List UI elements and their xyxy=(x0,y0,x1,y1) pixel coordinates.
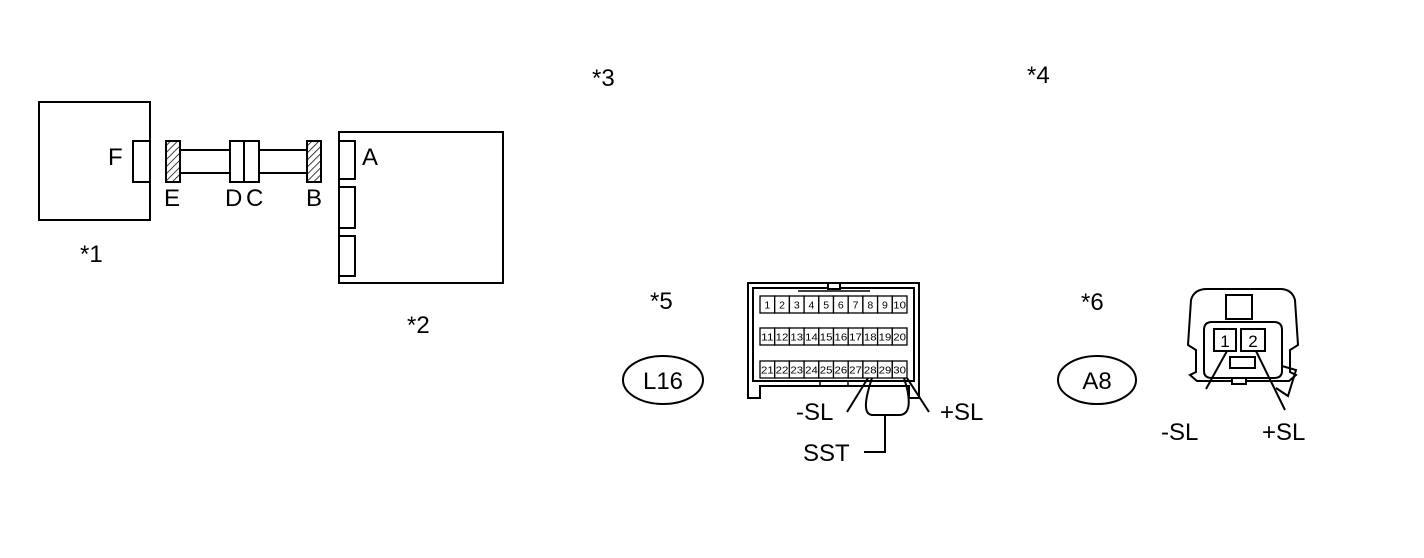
pin-number: 4 xyxy=(809,300,815,312)
callout-5: *5 xyxy=(650,288,673,315)
pin-number: 3 xyxy=(794,300,800,312)
pin-number: 21 xyxy=(761,365,774,377)
pin-number: 20 xyxy=(893,332,906,344)
pin-number: 1 xyxy=(764,300,770,312)
callout-1: *1 xyxy=(80,241,103,268)
l16-minus-sl-label: -SL xyxy=(796,399,833,426)
connector-code-l16: L16 xyxy=(643,368,683,395)
pin-cell xyxy=(891,295,908,314)
a8-minus-sl-label: -SL xyxy=(1161,419,1198,446)
pin-number: 27 xyxy=(849,365,862,377)
pin-number: 7 xyxy=(853,300,859,312)
pin-number: 11 xyxy=(761,332,774,344)
pin-number: 26 xyxy=(835,365,848,377)
component-2-box xyxy=(338,131,504,284)
pin-number: 15 xyxy=(820,332,833,344)
wire-harness xyxy=(165,140,322,183)
connector-b-label: B xyxy=(306,185,322,212)
component-1-box xyxy=(38,101,151,221)
connector-c-label: C xyxy=(246,185,263,212)
callout-2: *2 xyxy=(407,312,430,339)
callout-6: *6 xyxy=(1081,289,1104,316)
connector-code-a8: A8 xyxy=(1082,368,1111,395)
pin-number: 6 xyxy=(838,300,844,312)
pin-number: 23 xyxy=(790,365,803,377)
pin-number: 10 xyxy=(893,300,906,312)
a8-plus-sl-label: +SL xyxy=(1262,419,1305,446)
pin-cell xyxy=(891,327,908,346)
connector-d-label: D xyxy=(225,185,242,212)
pin-number: 24 xyxy=(805,365,818,377)
callout-3: *3 xyxy=(592,65,615,92)
sst-label: SST xyxy=(803,440,850,467)
pin-number: 29 xyxy=(879,365,892,377)
pin-number: 8 xyxy=(867,300,873,312)
connector-a8-body xyxy=(1186,288,1300,411)
connector-e-label: E xyxy=(164,185,180,212)
pin-number: 12 xyxy=(776,332,789,344)
pin-cell xyxy=(891,360,908,379)
pin-number: 18 xyxy=(864,332,877,344)
pin-number: 2 xyxy=(779,300,785,312)
pin-number: 28 xyxy=(864,365,877,377)
connector-a-label: A xyxy=(362,144,378,171)
sst-probe xyxy=(846,377,930,453)
connector-code-oval-a8 xyxy=(1057,355,1137,405)
callout-4: *4 xyxy=(1027,62,1050,89)
pin-number: 5 xyxy=(823,300,829,312)
connector-code-oval-l16 xyxy=(622,355,704,405)
pin-number: 16 xyxy=(835,332,848,344)
pin-number: 14 xyxy=(805,332,818,344)
pin-number: 22 xyxy=(776,365,789,377)
pin-number: 13 xyxy=(790,332,803,344)
connector-f-label: F xyxy=(108,144,123,171)
a8-pin-1: 1 xyxy=(1220,332,1229,351)
pin-number: 25 xyxy=(820,365,833,377)
pin-number: 19 xyxy=(879,332,892,344)
pin-number: 9 xyxy=(882,300,888,312)
pin-number: 17 xyxy=(849,332,862,344)
pin-number: 30 xyxy=(893,365,906,377)
l16-plus-sl-label: +SL xyxy=(940,399,983,426)
a8-pin-2: 2 xyxy=(1248,332,1257,351)
